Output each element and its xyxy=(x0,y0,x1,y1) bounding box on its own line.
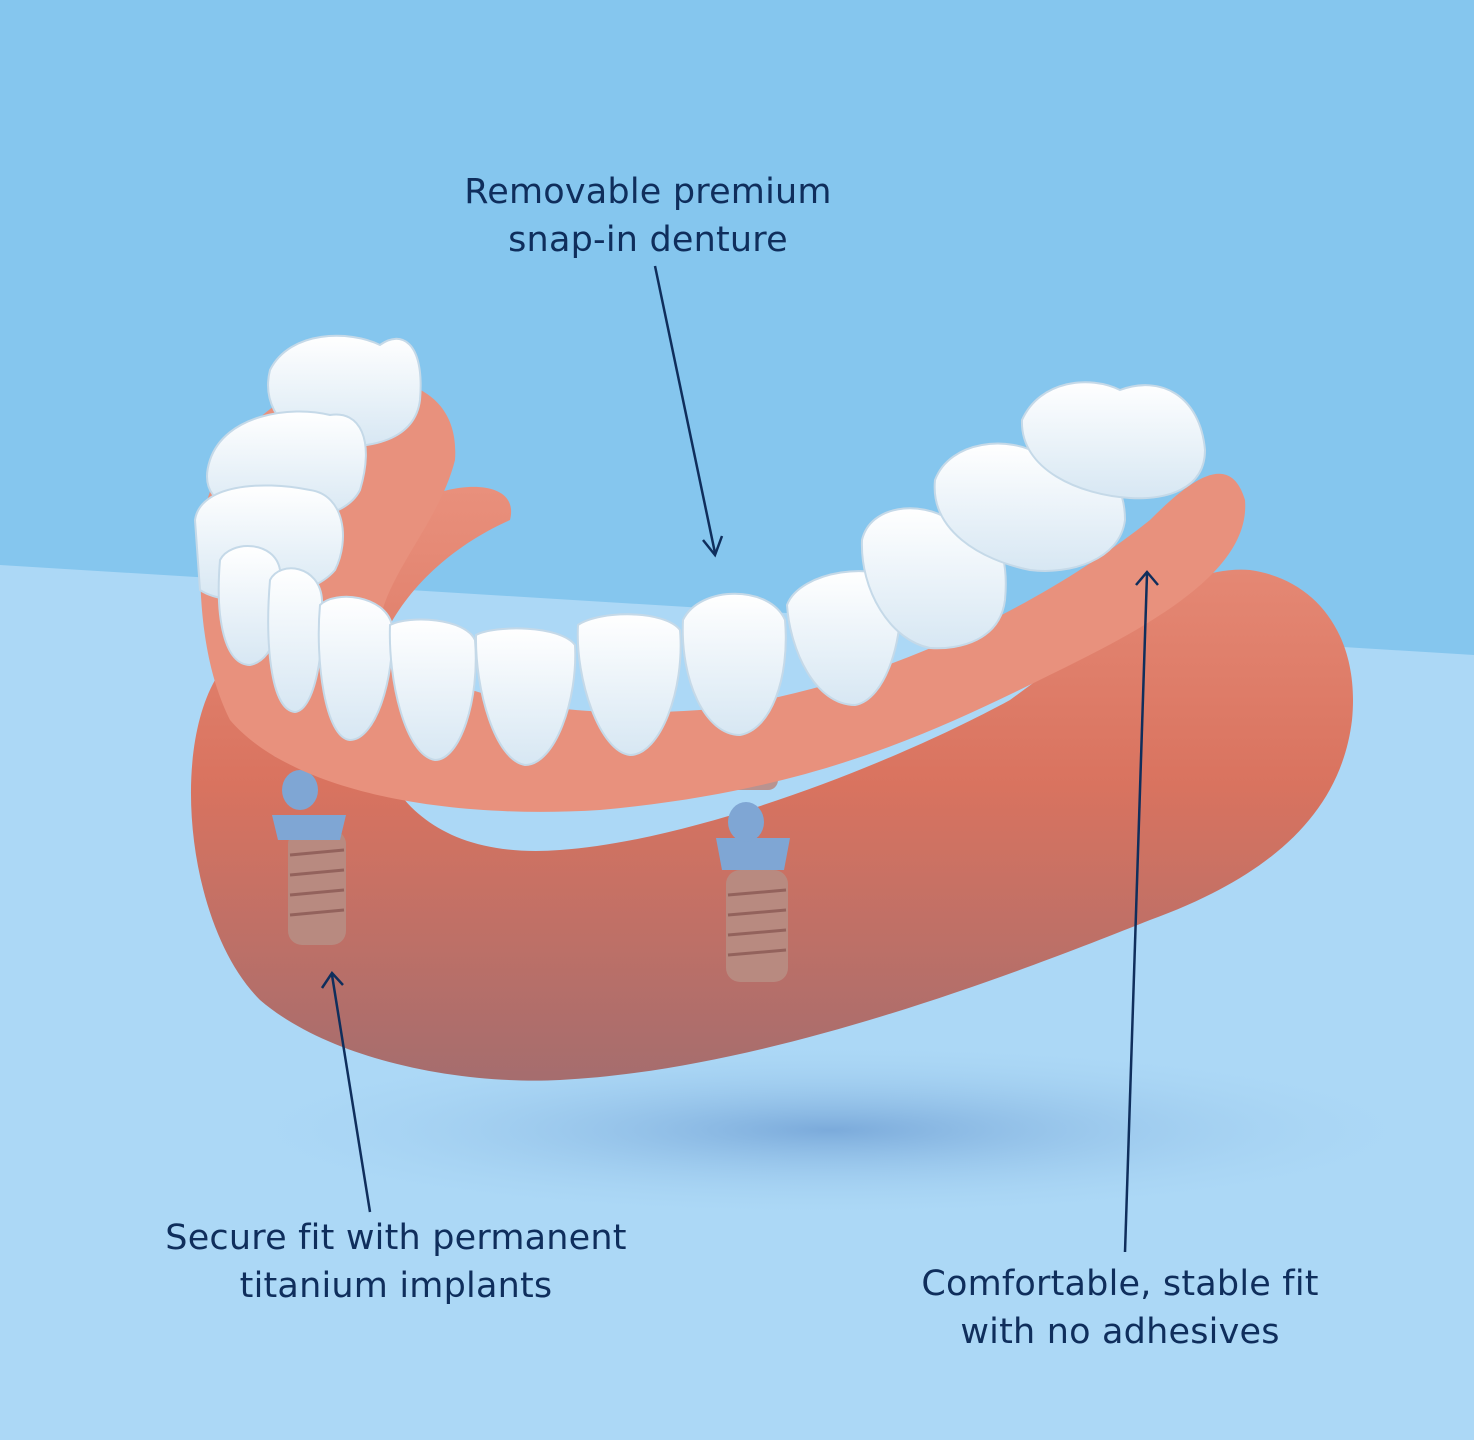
label-fit-line2: with no adhesives xyxy=(960,1312,1280,1352)
arrow-implants xyxy=(330,974,372,1213)
label-denture-line1: Removable premium xyxy=(464,172,832,212)
label-implants-line1: Secure fit with permanent xyxy=(165,1218,627,1258)
arrow-fit xyxy=(1123,573,1149,1253)
arrow-denture xyxy=(653,265,717,554)
shadow xyxy=(210,1040,1450,1220)
label-denture-line2: snap-in denture xyxy=(508,220,788,260)
label-implants-line2: titanium implants xyxy=(239,1266,553,1306)
label-fit: Comfortable, stable fit with no adhesive… xyxy=(890,1260,1350,1356)
teeth xyxy=(193,334,1207,767)
label-denture: Removable premium snap-in denture xyxy=(448,168,848,264)
annotation-arrows xyxy=(320,265,1159,1253)
label-fit-line1: Comfortable, stable fit xyxy=(921,1264,1319,1304)
lower-gum-base xyxy=(190,486,1354,1081)
label-implants: Secure fit with permanent titanium impla… xyxy=(136,1214,656,1310)
